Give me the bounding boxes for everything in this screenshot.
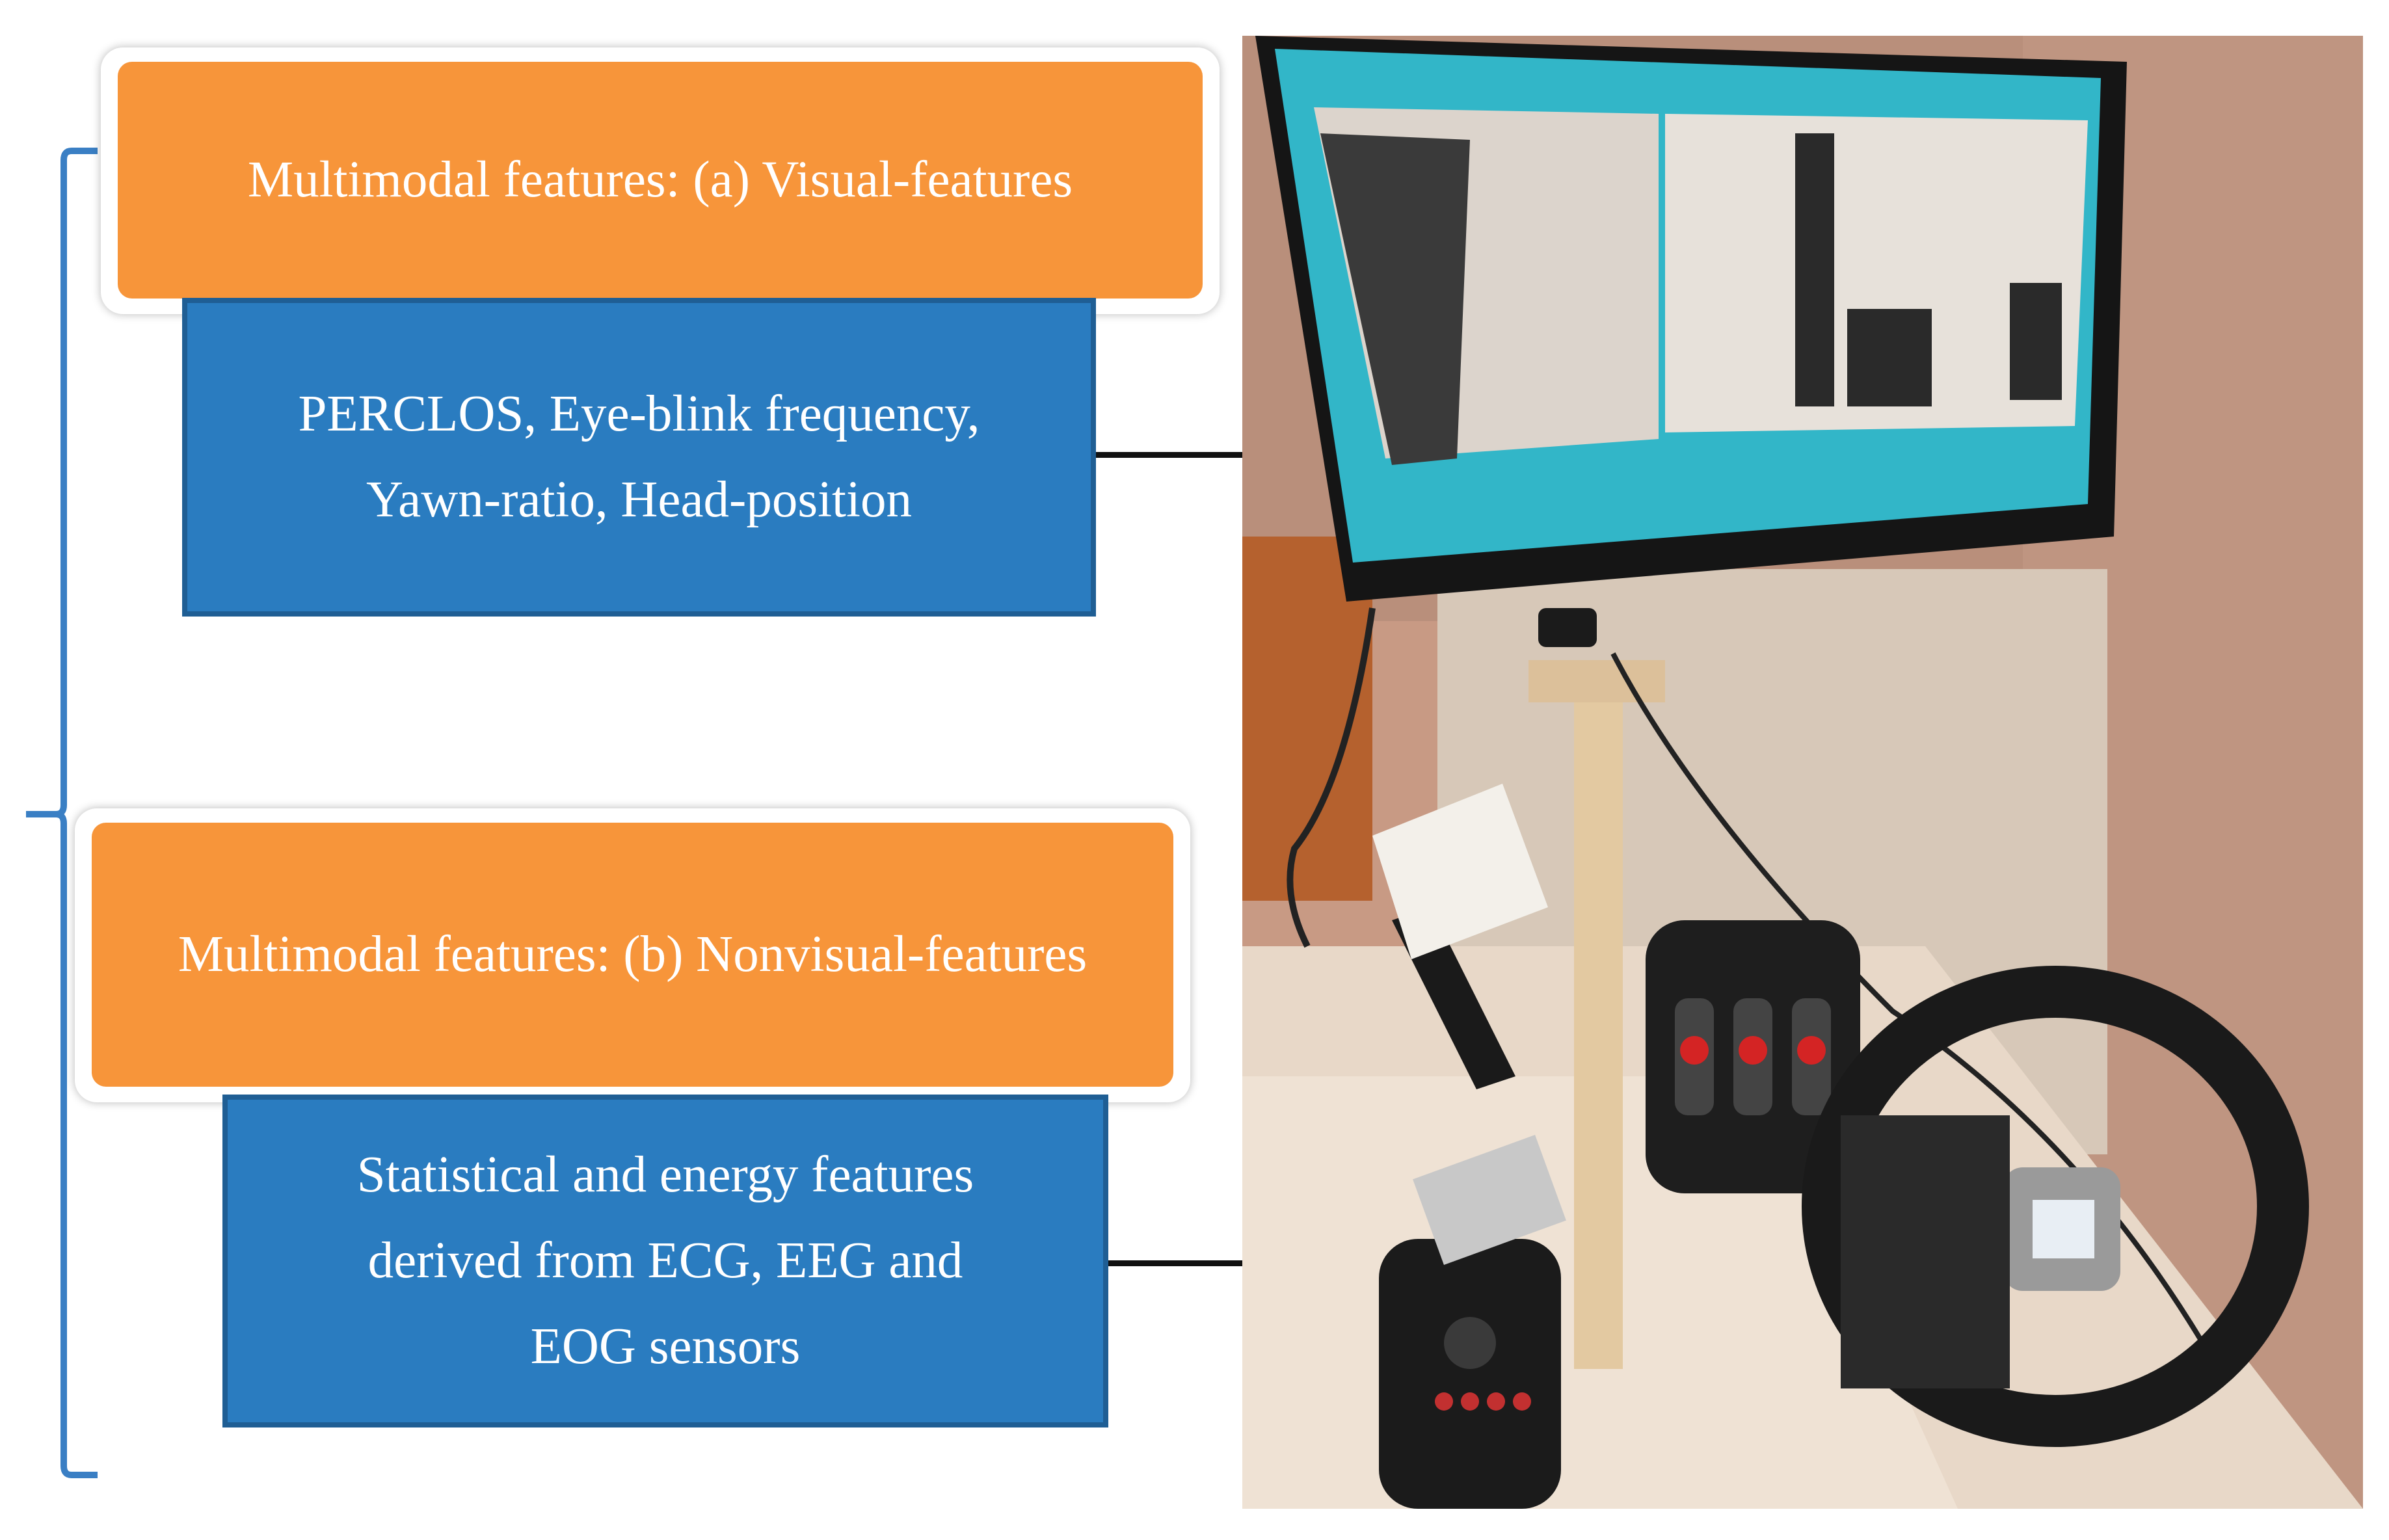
driving-simulator-photo <box>1242 36 2363 1509</box>
webcam-icon <box>1538 608 1597 647</box>
visual-features-title: Multimodal features: (a) Visual-features <box>118 62 1203 299</box>
nonvisual-features-box: Statistical and energy features derived … <box>222 1095 1108 1427</box>
visual-features-header-card: Multimodal features: (a) Visual-features <box>101 47 1220 314</box>
nonvisual-features-header-card: Multimodal features: (b) Nonvisual-featu… <box>75 808 1190 1102</box>
nonvisual-features-title: Multimodal features: (b) Nonvisual-featu… <box>92 823 1173 1087</box>
nonvisual-features-line-1: Statistical and energy features <box>356 1147 974 1204</box>
visual-features-line-2: Yawn-ratio, Head-position <box>366 471 912 528</box>
gear-shifter-icon <box>1379 1239 1561 1509</box>
nonvisual-features-line-2: derived from ECG, EEG and <box>367 1232 963 1290</box>
visual-connector-line <box>1096 452 1242 458</box>
grouping-brace <box>26 148 98 1478</box>
steering-wheel-icon <box>1802 966 2309 1447</box>
visual-features-box: PERCLOS, Eye-blink frequency, Yawn-ratio… <box>182 298 1096 617</box>
nonvisual-connector-line <box>1108 1260 1242 1266</box>
visual-features-line-1: PERCLOS, Eye-blink frequency, <box>298 386 980 443</box>
nonvisual-features-line-3: EOG sensors <box>530 1318 801 1375</box>
